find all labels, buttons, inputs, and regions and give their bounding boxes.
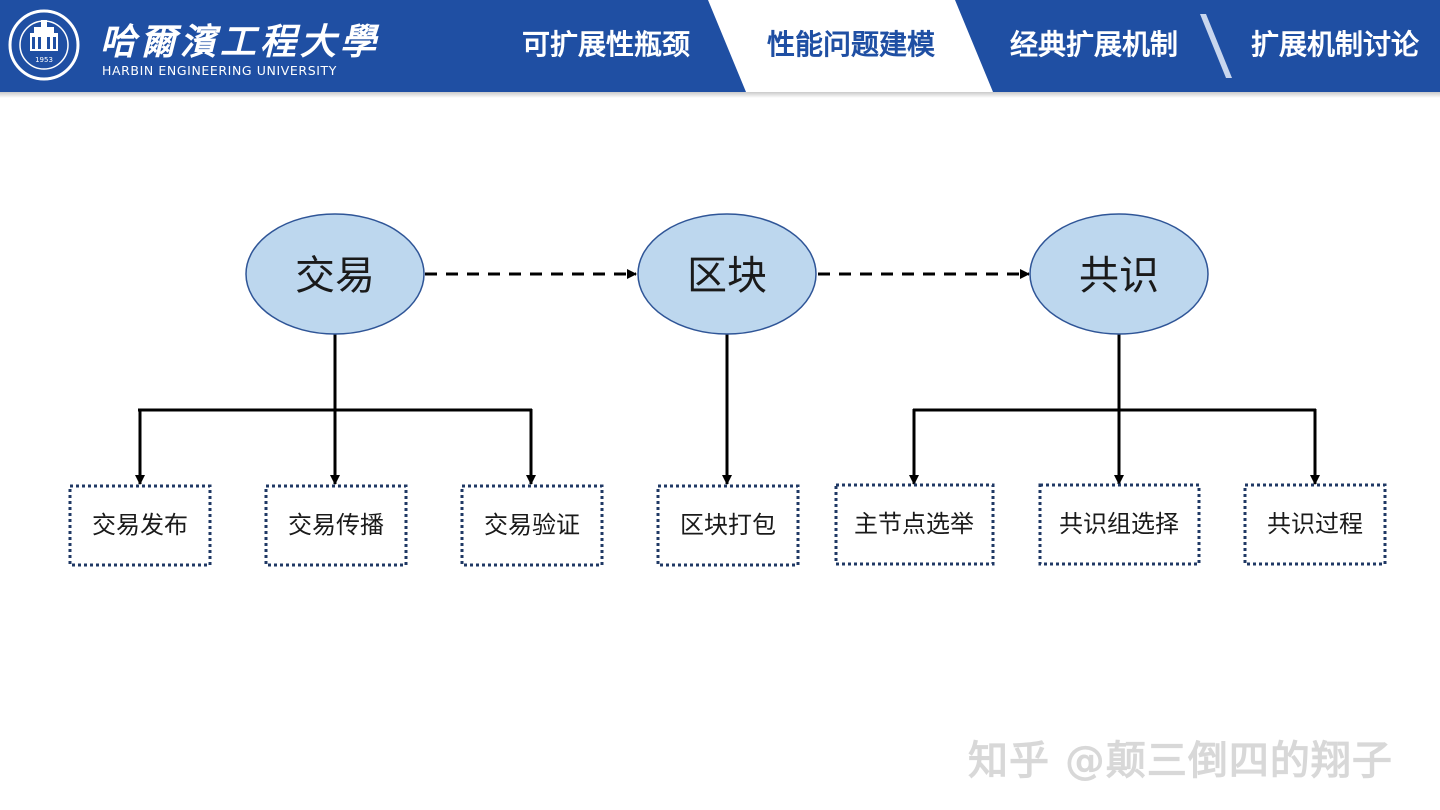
node-block: 区块 [637,213,817,335]
leaf-tx-verify: 交易验证 [460,484,604,567]
tab-scalability-bottleneck[interactable]: 可扩展性瓶颈 [521,28,690,61]
leaf-committee-selection: 共识组选择 [1038,483,1201,566]
leaf-leader-election-label: 主节点选举 [854,510,974,538]
leaf-leader-election: 主节点选举 [834,483,995,566]
leaf-tx-propagate-label: 交易传播 [288,511,384,539]
university-seal-icon: 1953 [8,9,80,81]
node-consensus: 共识 [1029,213,1209,335]
tab-mechanism-discussion[interactable]: 扩展机制讨论 [1250,28,1419,61]
header-shadow [0,92,1440,98]
node-transaction: 交易 [245,213,425,335]
watermark: 知乎 @颠三倒四的翔子 [968,738,1393,784]
leaf-tx-publish: 交易发布 [68,484,212,567]
leaf-consensus-process: 共识过程 [1243,483,1387,566]
university-name-cn: 哈爾濱工程大學 [100,21,381,63]
node-consensus-label: 共识 [1079,253,1159,299]
node-block-label: 区块 [687,253,767,299]
leaf-tx-propagate: 交易传播 [264,484,408,567]
leaf-committee-selection-label: 共识组选择 [1059,510,1179,538]
leaf-tx-verify-label: 交易验证 [484,511,580,539]
leaf-tx-publish-label: 交易发布 [92,511,188,539]
tab-separator [1200,14,1232,78]
tab-classic-mechanisms[interactable]: 经典扩展机制 [1009,28,1178,61]
active-tab-bg [708,0,993,92]
leaf-block-pack-label: 区块打包 [680,511,776,539]
university-logo: 1953 哈爾濱工程大學 HARBIN ENGINEERING UNIVERSI… [8,9,376,81]
leaf-consensus-process-label: 共识过程 [1267,510,1363,538]
seal-year: 1953 [35,56,53,64]
tab-background [708,0,1232,92]
university-name-en: HARBIN ENGINEERING UNIVERSITY [102,63,337,78]
tab-performance-modeling[interactable]: 性能问题建模 [766,28,935,61]
leaf-block-pack: 区块打包 [656,484,800,567]
node-transaction-label: 交易 [295,253,375,299]
